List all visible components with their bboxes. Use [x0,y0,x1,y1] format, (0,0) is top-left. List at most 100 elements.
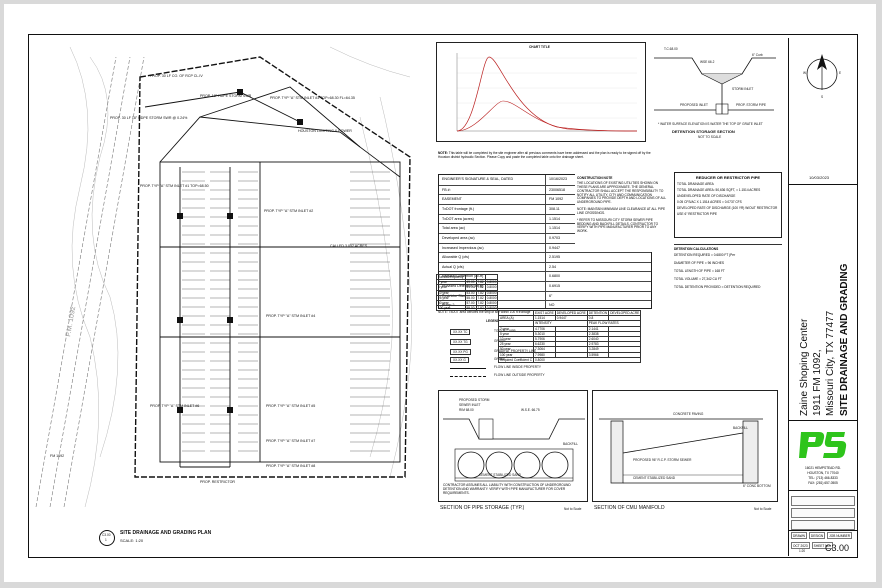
pipe-label-backfill: BACKFILL [563,442,579,446]
property-boundary [134,56,411,478]
engineer-table-value: 0.9703 [549,235,560,240]
plan-label: PROP. 30 LF CO. OF RCP CL.IV [150,74,203,78]
parking-outline [159,86,401,463]
req-coef-label: Required Coefficient C [497,356,535,363]
pipe-label-inlet: PROPOSED STORM [459,398,490,402]
peak-header: DETENTION [586,309,610,317]
sheet-scale: 1:20 [799,549,806,553]
pipe-storage-section: PROPOSED STORM SEWER INLET RIM 68.00 W.S… [438,390,588,502]
plan-label: PROP. RESTRICTOR [200,480,235,484]
engineer-table-value: 0.6915 [549,284,560,289]
engineer-table-value: 2.54 [549,264,556,269]
legend-tag: XX.XX G [450,357,469,364]
sheet-border [28,34,858,558]
req-coef-value: 0.8000 [533,356,642,363]
detention-calc-line: TOTAL LENGTH OF PIPE = 168 FT [674,269,725,273]
rainfall-value: 0.8000 [484,289,499,296]
detention-calc-line: TOTAL DETENTION PROVIDED = DETENTION REQ… [674,285,761,289]
rainfall-value: 0.8000 [484,299,499,307]
manifold-label-backfill: BACKFILL [733,426,749,430]
plan-label: PROP. TYP "A" STM INLET #8 [266,464,315,468]
firm-address-line: 16021 HEMPSTEAD RD. [805,466,841,470]
title-grid-cell: DRAWN [791,532,807,539]
peak-header: DEVELOPED ACRE [554,309,588,317]
plan-label: PROP. TYP "A" STM INLET #5 [266,404,315,408]
rainfall-value: 51.00 [464,284,477,291]
rainfall-value: 7.82 [475,289,486,296]
engineer-table-value: 6" [549,293,553,298]
pipe-label-rim: RIM 68.00 [459,408,474,412]
detention-calc-line: DIAMETER OF PIPE = 96 INCHES [674,261,725,265]
rainfall-value: 53.00 [464,289,477,296]
plan-label: PROP. TYP "A" STM INLET #4 [266,314,315,318]
storm-pipes [144,91,301,468]
plan-label: PROP. TYP "A" STM INLET #3 TOP=68.30 FL=… [270,96,355,100]
detention-label-prop-inlet: PROPOSED INLET [680,103,708,107]
north-w: W [803,71,807,75]
restrictor-line: TOTAL DRAINAGE AREA [677,182,714,186]
rainfall-value: 57.00 [464,299,477,307]
rainfall-value: 7.82 [475,305,486,312]
hydrograph-restricted [456,100,638,132]
storm-inlets [177,89,303,413]
pipe-note: CONTRACTOR ASSUMES ALL LIABILITY WITH CO… [443,483,571,495]
legend-tag: XX.XX TC [450,329,471,336]
road-label: F.M. 1092 [65,306,77,338]
restrictor-line: USE 6" RESTRICTOR PIPE [677,212,718,216]
plan-label: PROP. 18" HDPE STORM SWR [200,94,252,98]
road-edge-lines [35,56,145,508]
legend-tag: XX.XX TG [450,339,471,346]
engineer-table-value: FM 1092 [549,197,564,202]
plan-scale: SCALE: 1:20 [120,538,144,543]
firm-address-line: TEL: (713) 466-8333 [808,476,838,480]
chart-plot [456,53,638,132]
title-block: W E S 10/03/2023 Zaine Shoping Center 19… [788,38,857,556]
plan-label: PROP. TYP "A" STM INLET #2 [264,209,313,213]
rainfall-value: 0.8000 [484,305,499,312]
manifold-label-bottom: 6" CONC BOTTOM [743,484,771,488]
project-address: 1911 FM 1092, [812,349,823,416]
plan-ref-number: C3.00 [102,533,111,537]
engineer-table-label: Total area (ac) [442,226,465,231]
legend-flow-line [450,367,486,369]
engineer-table-label: TxDOT frontage (ft.) [442,206,475,211]
engineer-table-label: TxDOT area (acres) [442,216,474,221]
engineer-note: NOTE: This table will be completed by th… [438,151,652,159]
rainfall-freq: 100 year [436,305,466,312]
engineer-table-label: EASEMENT [442,197,462,202]
rainfall-value: 0.8000 [484,294,499,301]
site-plan-drawing[interactable]: F.M. 1092 [30,37,430,517]
rainfall-value: 0.8000 [484,284,499,291]
engineer-table-label: FB #: [442,187,451,192]
manifold-title: SECTION OF CMU MANIFOLD [594,505,665,511]
legend-flow-line [450,375,486,377]
firm-address-line: FAX: (281) 657-0505 [808,481,838,485]
restrictor-line: UNDEVELOPED RATE OF DISCHARGE [677,194,736,198]
engineer-table-value: NO [549,303,555,308]
restrictor-line: DEVELOPED RATE OF DISCHARGE (100 YR) W/O… [677,206,778,210]
engineer-table-label: Allowable Q (cfs) [442,255,470,260]
legend-item-label: FLOW LINE OUTSIDE PROPERTY [494,373,545,377]
detention-calc-line: TOTAL VOLUME = 27,342 CU FT [674,277,722,281]
rainfall-header: Rainfall frequency [436,273,466,281]
plan-label: PROP. TYP "A" STM INLET #1 TOP=68.50 [140,184,209,188]
detention-calc-title: DETENTION CALCULATIONS [674,247,719,251]
detention-label-pipe: PROP. STORM PIPE [736,103,766,107]
detention-section-drawing [654,57,776,115]
title-grid-cell: SHEET NO. [811,542,833,549]
plan-ref-bubble: C3.00 1 [99,530,115,546]
restrictor-title: REDUCER OR RESTRICTOR PIPE [695,175,761,180]
detention-title: DETENTION STORAGE SECTION [672,129,735,134]
detention-calc-line: DETENTION REQUIRED = 0.6800 FT (Per [674,253,736,257]
plan-label: HOUSTON LIGHTING & POWER [298,129,352,133]
engineer-table-value: 23006518 [549,187,565,192]
plan-label: PROP. 30 LF 18" HDPE STORM SWR @ 0.24% [110,116,188,120]
engineer-table-value: 0.6800 [549,274,560,279]
drawing-sheet: F.M. 1092 [4,4,876,582]
rainfall-value: 55.00 [464,294,477,301]
